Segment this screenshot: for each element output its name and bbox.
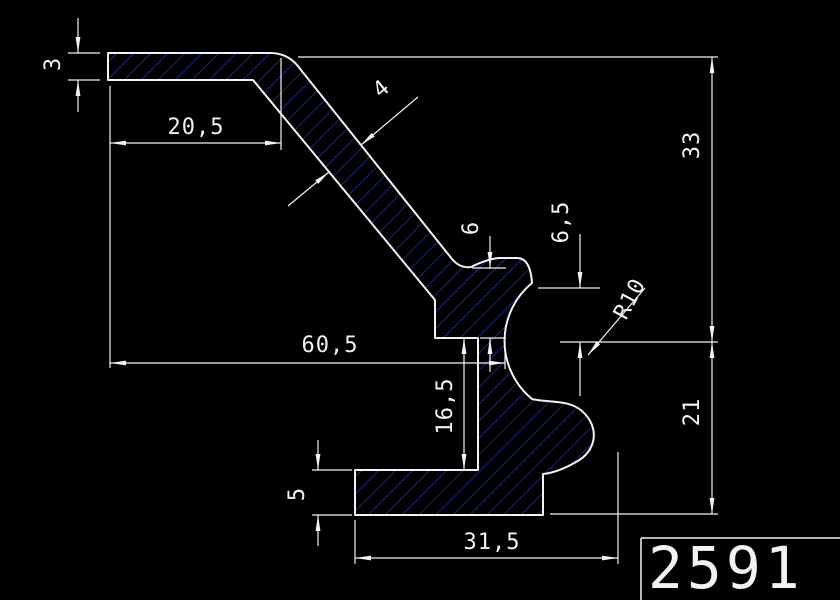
profile-number: 2591 [648,534,804,600]
dimension-label-r10: R10 [609,274,651,323]
dimension-r10: R10 [587,274,651,356]
dimension-label-33: 33 [680,131,705,160]
arrow-line [360,96,419,146]
profile-outline [107,52,595,516]
dimension-3: 3 [41,18,100,112]
dimension-31-5: 31,5 [354,452,619,564]
dimension-label-6: 6 [459,221,484,235]
title-block: 2591 [640,534,840,600]
dimension-21: 21 [550,341,718,515]
arrow-line [287,171,330,207]
dimension-16-5: 16,5 [433,338,467,470]
dimension-60-5: 60,5 [110,333,506,369]
dimension-33: 33 [298,56,718,342]
dimension-6-5: 6,5 [538,201,600,396]
dimension-label-60-5: 60,5 [302,333,359,358]
dimension-label-6-5: 6,5 [549,201,574,244]
dimension-label-21: 21 [680,398,705,427]
dimension-label-3: 3 [41,57,66,71]
dimension-label-20-5: 20,5 [168,115,225,140]
dimension-5: 5 [285,440,352,546]
dimension-label-5: 5 [285,487,310,501]
dimension-6: 6 [459,221,506,372]
dimension-label-4: 4 [368,75,395,103]
dimension-label-16-5: 16,5 [433,378,458,435]
dimension-label-31-5: 31,5 [464,530,521,555]
dimension-20-5: 20,5 [109,58,282,368]
radius-leader [587,287,646,356]
